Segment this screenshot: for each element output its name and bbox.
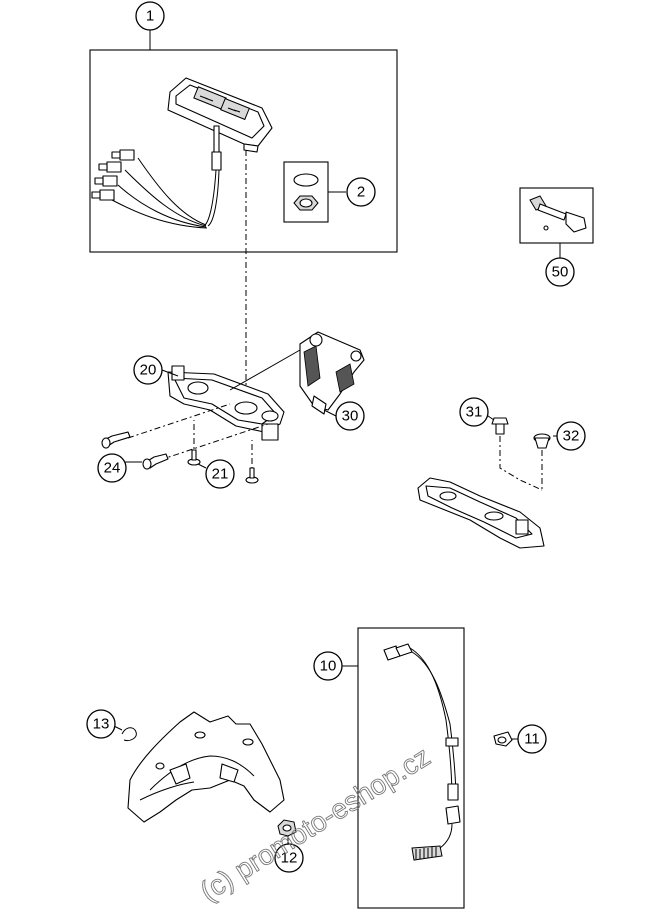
nut-part: [277, 819, 297, 837]
part-1-box: [89, 49, 398, 253]
callout-2: 2: [346, 177, 376, 207]
callout-12: 12: [274, 843, 304, 873]
callout-30: 30: [335, 401, 365, 431]
callout-1-label: 1: [146, 8, 154, 25]
screw-part: [187, 449, 259, 484]
callout-31-label: 31: [466, 404, 483, 421]
instrument-cluster-part: [91, 77, 273, 229]
mounting-bracket-part: [167, 331, 365, 441]
callout-50-label: 50: [552, 264, 569, 281]
ignition-lock-part: [529, 195, 587, 233]
callout-21: 21: [205, 459, 235, 489]
callout-2-label: 2: [357, 184, 365, 201]
callout-20-leader: [161, 369, 179, 377]
brake-disc-part: [127, 711, 285, 823]
bolt-31-part: [491, 417, 509, 435]
plug-32-part: [533, 433, 551, 449]
callout-13: 13: [86, 709, 116, 739]
part-10-box: [357, 627, 465, 909]
callout-20: 20: [133, 355, 163, 385]
callout-30-leader: [323, 409, 337, 417]
callout-11-label: 11: [524, 731, 540, 748]
cable-clip-part: [493, 731, 513, 747]
callout-50: 50: [545, 257, 575, 287]
snap-ring-part: [121, 727, 137, 741]
callout-10-label: 10: [320, 658, 337, 675]
callout-21-leader: [197, 463, 207, 469]
o-ring-and-nut-part: [293, 173, 319, 211]
callout-32-label: 32: [563, 428, 580, 445]
speed-sensor-cable-part: [383, 643, 461, 861]
callout-24-label: 24: [104, 460, 121, 477]
part-2-box: [283, 161, 329, 223]
callout-32: 32: [556, 421, 586, 451]
callout-13-label: 13: [93, 716, 110, 733]
callout-30-label: 30: [342, 408, 359, 425]
callout-1: 1: [135, 1, 165, 31]
callout-24: 24: [97, 453, 127, 483]
bolt-axis-1: [127, 403, 231, 439]
part-50-box: [519, 187, 594, 244]
callout-31: 31: [459, 397, 489, 427]
dash-bracket-part: [417, 477, 545, 549]
bolt-part: [101, 431, 169, 470]
callout-21-label: 21: [212, 466, 229, 483]
callout-12-label: 12: [281, 850, 298, 867]
callout-11: 11: [517, 724, 547, 754]
bolt-axis-2: [159, 423, 269, 461]
bracket-assembly-lines: [499, 436, 543, 491]
callout-10: 10: [313, 651, 343, 681]
callout-20-label: 20: [140, 362, 157, 379]
